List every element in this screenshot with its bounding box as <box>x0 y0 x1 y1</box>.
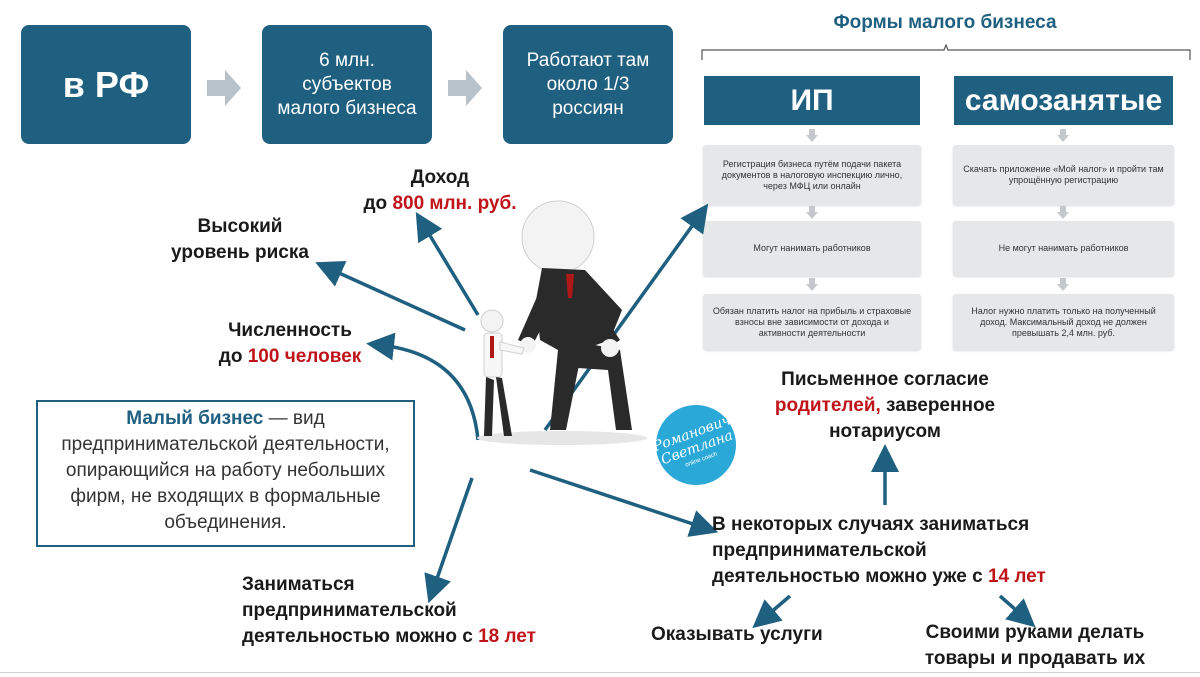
label-services: Оказывать услуги <box>651 622 851 648</box>
businessmen-illustration <box>477 200 647 445</box>
box-subjects: 6 млн. субъектов малого бизнеса <box>262 25 432 144</box>
label-consent-rest: заверенное <box>880 395 996 416</box>
label-staff-line1: Численность <box>228 320 352 341</box>
label-income-line1: Доход <box>410 167 470 188</box>
label-age18-line1: Заниматься <box>242 574 355 595</box>
ip-item-tax: Обязан платить налог на прибыль и страхо… <box>703 294 921 350</box>
definition-term: Малый бизнес <box>126 408 264 429</box>
definition-box: Малый бизнес — вид предпринимательской д… <box>36 400 415 547</box>
forms-title: Формы малого бизнеса <box>833 12 1057 33</box>
arrow-risk <box>315 261 466 332</box>
label-age14-line1: В некоторых случаях заниматься <box>712 514 1030 535</box>
self-item-tax: Налог нужно платить только на полученный… <box>953 294 1174 350</box>
arrow-income <box>415 212 480 316</box>
ip-item-hire: Могут нанимать работников <box>703 221 921 276</box>
box-subjects-label: 6 млн. субъектов малого бизнеса <box>277 49 417 119</box>
ip-item-hire-text: Могут нанимать работников <box>753 243 871 253</box>
chevron-down-icon <box>1057 278 1069 291</box>
label-staff-prefix: до <box>218 346 248 367</box>
box-in-russia-label: в РФ <box>62 63 150 105</box>
arrow-age14 <box>529 468 719 537</box>
definition-text: — вид предпринимательской деятельности, … <box>61 408 390 533</box>
self-item-registration: Скачать приложение «Мой налог» и пройти … <box>953 145 1174 205</box>
ip-header: ИП <box>704 76 920 125</box>
box-workers: Работают там около 1/3 россиян <box>503 25 673 144</box>
self-title: самозанятые <box>964 83 1163 117</box>
arrow-services <box>752 594 792 629</box>
label-consent-line1: Письменное согласие <box>781 369 989 390</box>
label-age14-value: 14 лет <box>987 566 1046 587</box>
label-age-14: В некоторых случаях заниматься предприни… <box>712 512 1092 590</box>
label-consent-parents: родителей, <box>774 395 881 416</box>
label-risk: Высокий уровень риска <box>160 214 320 266</box>
bracket <box>701 44 1191 60</box>
chevron-down-icon <box>806 129 818 142</box>
self-item-hire-text: Не могут нанимать работников <box>998 243 1129 253</box>
label-risk-text: Высокий уровень риска <box>171 216 309 263</box>
bottom-divider <box>0 672 1200 673</box>
self-header: самозанятые <box>954 76 1173 125</box>
label-age-18: Заниматься предпринимательской деятельно… <box>242 572 582 650</box>
label-age14-line3: деятельностью можно уже с <box>712 566 988 587</box>
arrow-right-icon <box>448 70 482 106</box>
label-age14-line2: предпринимательской <box>712 540 927 561</box>
ip-item-tax-text: Обязан платить налог на прибыль и страхо… <box>712 305 912 338</box>
label-goods-line2: товары и продавать их <box>924 648 1146 669</box>
label-consent-line3: нотариусом <box>829 421 941 442</box>
label-staff: Численность до 100 человек <box>190 318 390 370</box>
arrow-goods <box>998 594 1036 628</box>
label-consent: Письменное согласие родителей, заверенно… <box>740 367 1030 445</box>
ip-item-registration-text: Регистрация бизнеса путём подачи пакета … <box>721 158 903 191</box>
label-age18-line3: деятельностью можно с <box>242 626 479 647</box>
chevron-down-icon <box>806 206 818 219</box>
arrow-right-icon <box>207 70 241 106</box>
box-in-russia: в РФ <box>21 25 191 144</box>
chevron-down-icon <box>1057 129 1069 142</box>
label-goods: Своими руками делать товары и продавать … <box>900 620 1170 672</box>
label-income: Доход до 800 млн. руб. <box>340 165 540 217</box>
arrow-age18 <box>424 477 474 604</box>
self-item-tax-text: Налог нужно платить только на полученный… <box>971 305 1156 338</box>
self-item-hire: Не могут нанимать работников <box>953 221 1174 276</box>
label-services-text: Оказывать услуги <box>651 624 823 645</box>
ip-item-registration: Регистрация бизнеса путём подачи пакета … <box>703 145 921 205</box>
label-age18-line2: предпринимательской <box>242 600 457 621</box>
label-staff-value: 100 человек <box>247 346 362 367</box>
self-item-registration-text: Скачать приложение «Мой налог» и пройти … <box>963 164 1164 185</box>
label-goods-line1: Своими руками делать <box>925 622 1145 643</box>
label-income-value: 800 млн. руб. <box>392 193 517 214</box>
box-workers-label: Работают там около 1/3 россиян <box>526 49 650 119</box>
chevron-down-icon <box>1057 206 1069 219</box>
label-income-prefix: до <box>363 193 393 214</box>
label-age18-value: 18 лет <box>478 626 536 647</box>
chevron-down-icon <box>806 278 818 291</box>
ip-title: ИП <box>790 83 834 117</box>
arrow-staff <box>366 332 480 441</box>
